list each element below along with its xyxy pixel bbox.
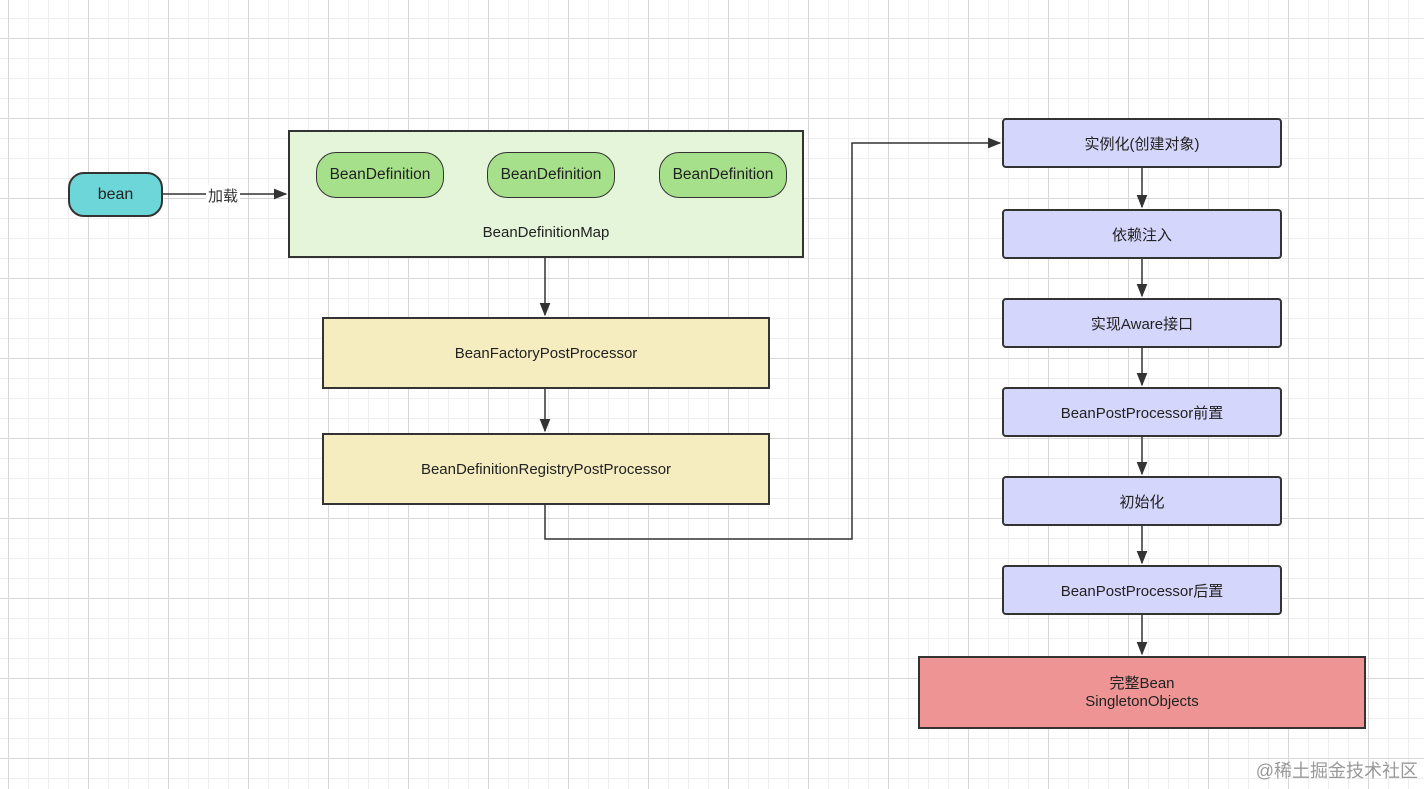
bean-definition-map-node[interactable]: BeanDefinition BeanDefinition BeanDefini… xyxy=(288,130,804,258)
bean-definition-map-label: BeanDefinitionMap xyxy=(482,224,610,241)
final-label-line1: 完整Bean xyxy=(1109,674,1175,692)
post-processor-before-step[interactable]: BeanPostProcessor前置 xyxy=(1002,387,1282,437)
bean-definition-node[interactable]: BeanDefinition xyxy=(316,152,444,198)
bean-definition-node[interactable]: BeanDefinition xyxy=(659,152,787,198)
load-edge-label: 加载 xyxy=(206,185,241,206)
step-label: 实例化(创建对象) xyxy=(1084,135,1200,153)
bean-definition-label: BeanDefinition xyxy=(672,166,774,183)
post-processor-label: BeanDefinitionRegistryPostProcessor xyxy=(420,460,672,478)
post-processor-label: BeanFactoryPostProcessor xyxy=(454,344,638,362)
bean-definition-node[interactable]: BeanDefinition xyxy=(487,152,615,198)
step-label: BeanPostProcessor后置 xyxy=(1060,582,1224,600)
instantiate-step[interactable]: 实例化(创建对象) xyxy=(1002,118,1282,168)
final-label-line2: SingletonObjects xyxy=(1085,692,1199,710)
step-label: BeanPostProcessor前置 xyxy=(1060,404,1224,422)
bean-node[interactable]: bean xyxy=(68,172,163,217)
post-processor-after-step[interactable]: BeanPostProcessor后置 xyxy=(1002,565,1282,615)
dependency-injection-step[interactable]: 依赖注入 xyxy=(1002,209,1282,259)
bean-factory-post-processor-node[interactable]: BeanFactoryPostProcessor xyxy=(322,317,770,389)
step-label: 实现Aware接口 xyxy=(1090,315,1194,333)
bean-definition-label: BeanDefinition xyxy=(500,166,602,183)
edge-bdrpp-to-instantiate xyxy=(544,137,1002,540)
bean-label: bean xyxy=(97,185,134,203)
aware-interface-step[interactable]: 实现Aware接口 xyxy=(1002,298,1282,348)
step-label: 初始化 xyxy=(1119,493,1165,511)
initialize-step[interactable]: 初始化 xyxy=(1002,476,1282,526)
bean-definition-registry-post-processor-node[interactable]: BeanDefinitionRegistryPostProcessor xyxy=(322,433,770,505)
complete-bean-node[interactable]: 完整Bean SingletonObjects xyxy=(918,656,1366,729)
watermark: @稀土掘金技术社区 xyxy=(1255,761,1418,781)
bean-definition-label: BeanDefinition xyxy=(329,166,431,183)
step-label: 依赖注入 xyxy=(1111,226,1172,244)
